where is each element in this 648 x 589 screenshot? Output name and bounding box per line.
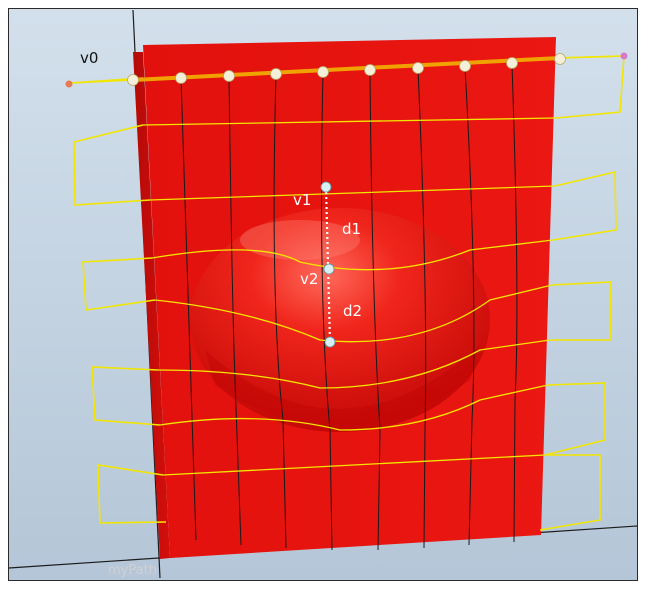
measurement-line bbox=[324, 186, 332, 343]
top-path-points[interactable] bbox=[127, 53, 566, 86]
plate-edge bbox=[133, 52, 170, 559]
label-v1: v1 bbox=[293, 191, 311, 209]
label-v2: v2 bbox=[300, 270, 318, 288]
label-d1: d1 bbox=[342, 220, 361, 238]
dome-bulge bbox=[190, 208, 490, 432]
surface-grid-horizontal bbox=[142, 117, 557, 476]
path-name-label: myPath bbox=[108, 563, 157, 578]
label-d2: d2 bbox=[343, 302, 362, 320]
measurement-points[interactable] bbox=[320, 181, 336, 348]
surface-grid-vertical bbox=[180, 64, 518, 551]
path-end-point[interactable] bbox=[620, 52, 628, 60]
path-start-point[interactable] bbox=[65, 80, 73, 88]
label-v0: v0 bbox=[80, 49, 98, 67]
top-path-line bbox=[69, 55, 625, 84]
